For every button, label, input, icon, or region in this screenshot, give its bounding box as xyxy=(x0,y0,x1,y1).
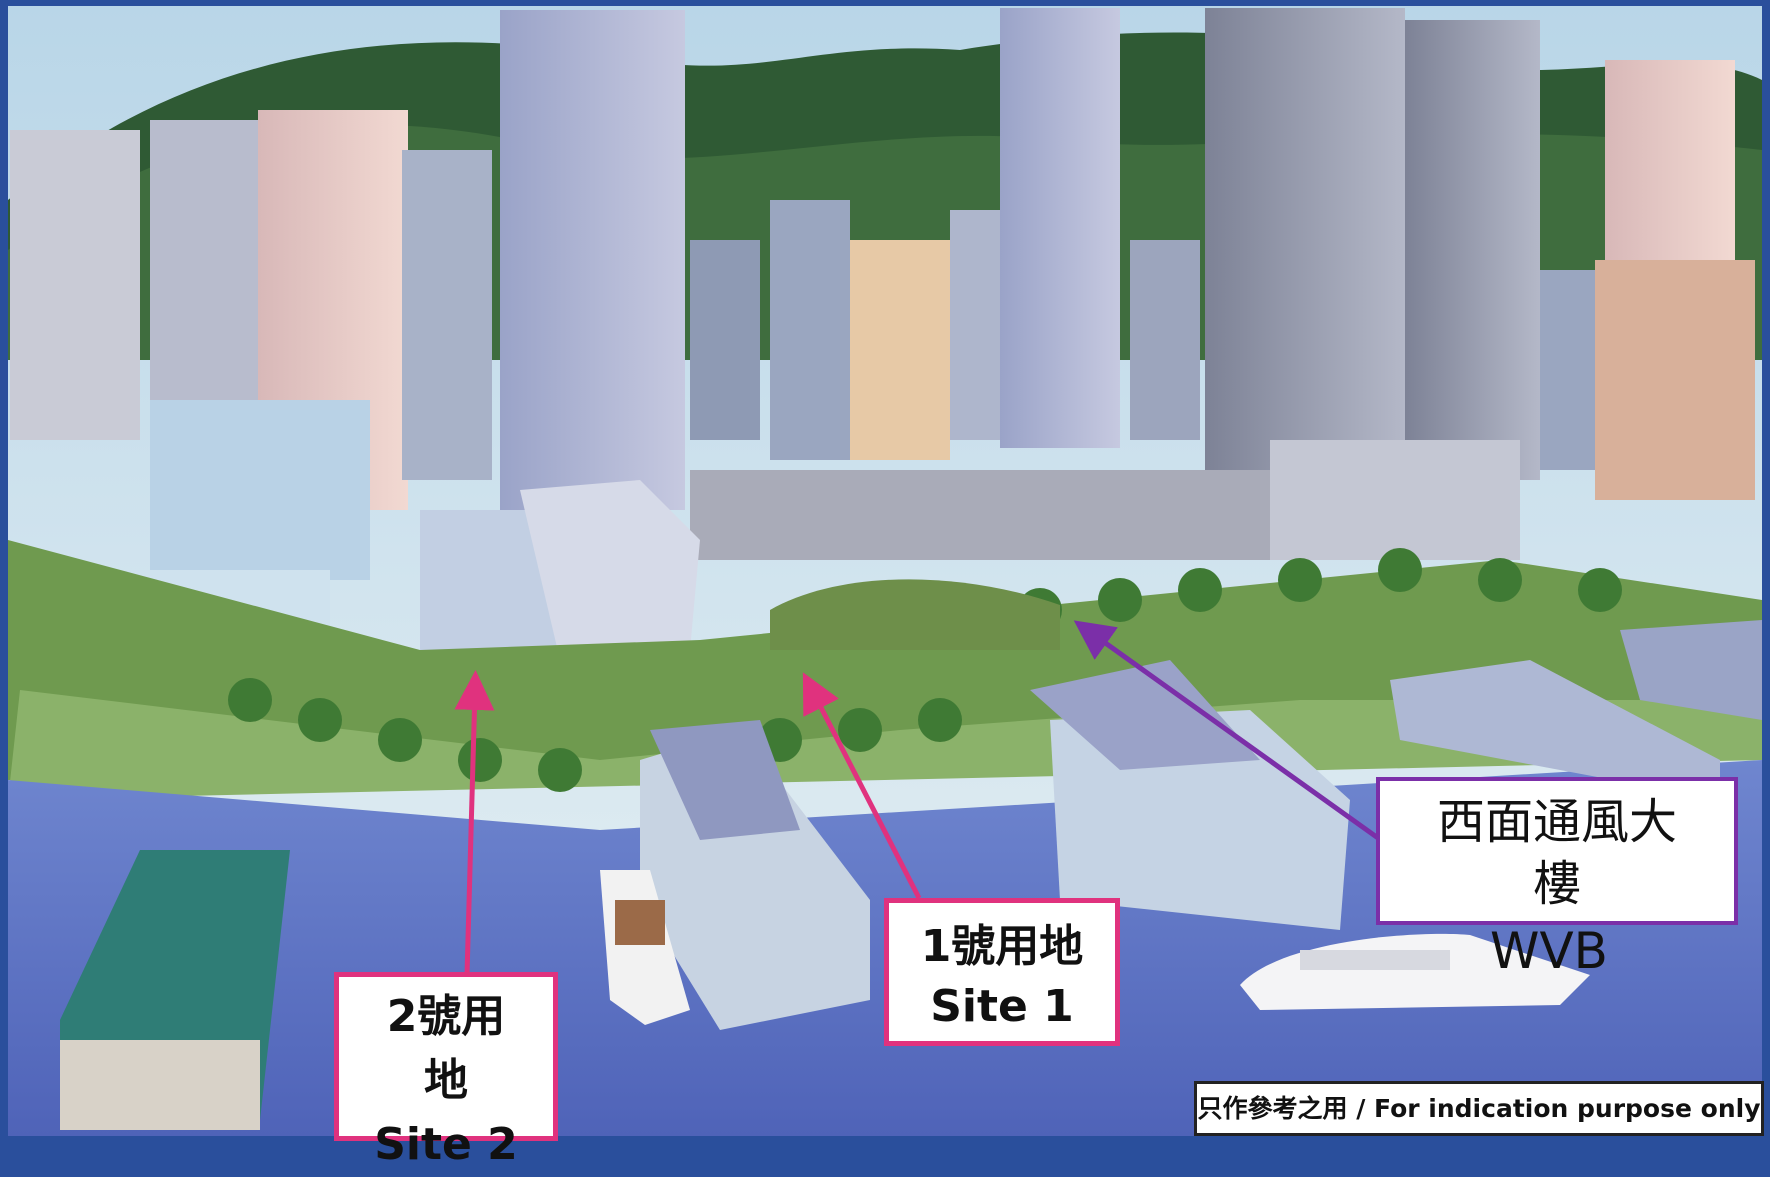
wvb-label-line2: 樓 xyxy=(1532,856,1581,912)
site-arrows xyxy=(454,620,1380,976)
site-2-label-line1: 2號用 xyxy=(386,991,506,1042)
disclaimer-note: 只作參考之用 / For indication purpose only xyxy=(1194,1081,1764,1136)
wvb-label-line1: 西面通風大 xyxy=(1436,794,1677,850)
site-1-label-line1: 1號用地 xyxy=(920,921,1084,972)
site-2-label: 2號用 地 Site 2 xyxy=(334,972,558,1170)
site-2-label-line3: Site 2 xyxy=(374,1119,518,1170)
site-1-label: 1號用地 Site 1 xyxy=(884,898,1120,1046)
wvb-english-label: WVB xyxy=(1490,922,1608,980)
piers xyxy=(60,620,1762,1130)
boats xyxy=(600,870,1590,1025)
site-1-label-line2: Site 1 xyxy=(930,981,1074,1032)
site-2-label-line2: 地 xyxy=(424,1055,468,1106)
wvb-label: 西面通風大 樓 xyxy=(1376,777,1738,925)
waterfront-rendering xyxy=(8,6,1762,1136)
skyline xyxy=(10,8,1755,510)
